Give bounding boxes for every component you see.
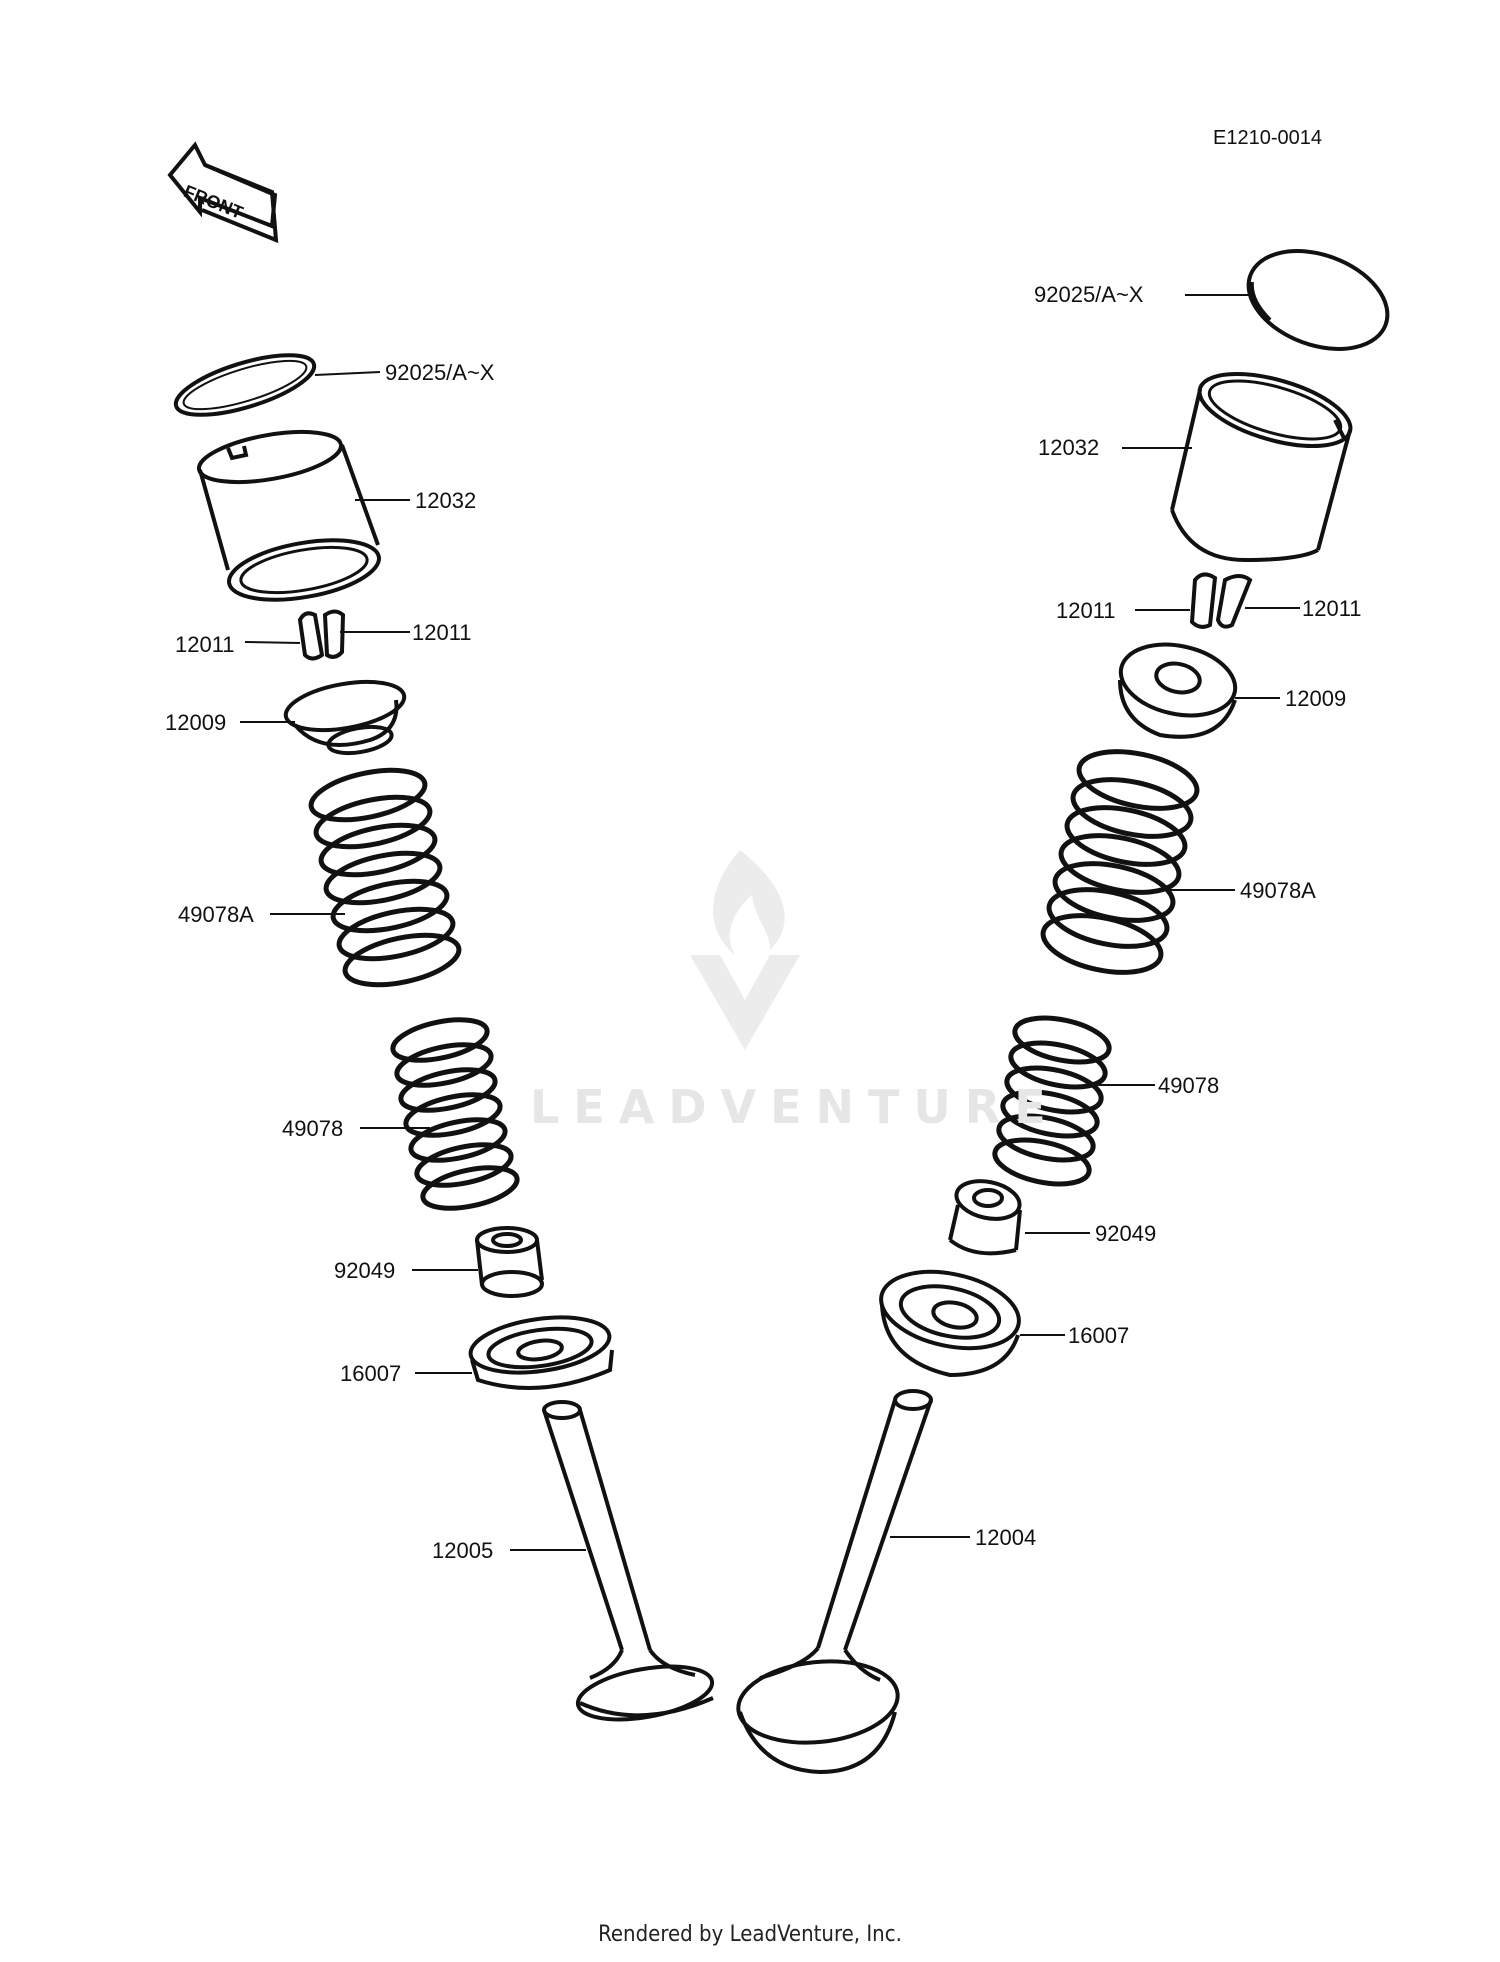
watermark-logo xyxy=(690,850,800,1050)
left-valve-assembly xyxy=(173,353,715,1722)
left-keepers-icon xyxy=(297,609,346,661)
right-label-retainer[interactable]: 12009 xyxy=(1285,686,1347,711)
right-label-valve[interactable]: 12004 xyxy=(975,1525,1037,1550)
left-label-valve[interactable]: 12005 xyxy=(432,1538,494,1563)
left-leader-lines xyxy=(240,371,586,1551)
right-spring-seat-icon xyxy=(879,1269,1021,1378)
left-label-retainer[interactable]: 12009 xyxy=(165,710,227,735)
left-valve-icon xyxy=(542,1400,715,1722)
left-oil-seal-icon xyxy=(475,1226,544,1298)
right-outer-spring-icon xyxy=(1040,749,1200,975)
right-label-keeper-left[interactable]: 12011 xyxy=(1056,598,1116,623)
front-arrow-icon xyxy=(167,141,279,244)
right-lifter-icon xyxy=(1170,372,1353,563)
right-label-spring-seat[interactable]: 16007 xyxy=(1068,1323,1130,1348)
diagram-code: E1210-0014 xyxy=(1213,127,1322,149)
left-outer-spring-icon xyxy=(308,767,462,988)
watermark-text: LEADVENTURE xyxy=(530,1080,1060,1134)
left-label-keeper-left[interactable]: 12011 xyxy=(175,632,235,657)
right-oil-seal-icon xyxy=(948,1179,1022,1256)
left-label-outer-spring[interactable]: 49078A xyxy=(178,902,254,927)
right-label-outer-spring[interactable]: 49078A xyxy=(1240,878,1316,903)
right-label-oil-seal[interactable]: 92049 xyxy=(1095,1221,1157,1246)
right-leader-lines xyxy=(890,294,1300,1538)
right-label-inner-spring[interactable]: 49078 xyxy=(1158,1073,1220,1098)
right-inner-spring-icon xyxy=(992,1015,1112,1187)
left-label-inner-spring[interactable]: 49078 xyxy=(282,1116,344,1141)
left-label-shim[interactable]: 92025/A~X xyxy=(385,360,495,385)
left-label-keeper-right[interactable]: 12011 xyxy=(412,620,472,645)
footer-credit: Rendered by LeadVenture, Inc. xyxy=(598,1922,902,1947)
left-lifter-icon xyxy=(196,429,381,602)
left-retainer-icon xyxy=(283,679,407,756)
right-valve-icon xyxy=(736,1389,933,1775)
right-label-keeper-right[interactable]: 12011 xyxy=(1302,596,1362,621)
left-inner-spring-icon xyxy=(390,1017,520,1211)
left-spring-seat-icon xyxy=(468,1315,614,1390)
right-shim-icon xyxy=(1246,249,1390,351)
right-label-lifter[interactable]: 12032 xyxy=(1038,435,1100,460)
left-label-oil-seal[interactable]: 92049 xyxy=(334,1258,396,1283)
left-shim-icon xyxy=(173,353,317,417)
right-retainer-icon xyxy=(1118,642,1238,739)
left-label-spring-seat[interactable]: 16007 xyxy=(340,1361,402,1386)
right-valve-assembly xyxy=(736,249,1390,1775)
right-keepers-icon xyxy=(1189,572,1253,629)
right-label-shim[interactable]: 92025/A~X xyxy=(1034,282,1144,307)
left-label-lifter[interactable]: 12032 xyxy=(415,488,477,513)
